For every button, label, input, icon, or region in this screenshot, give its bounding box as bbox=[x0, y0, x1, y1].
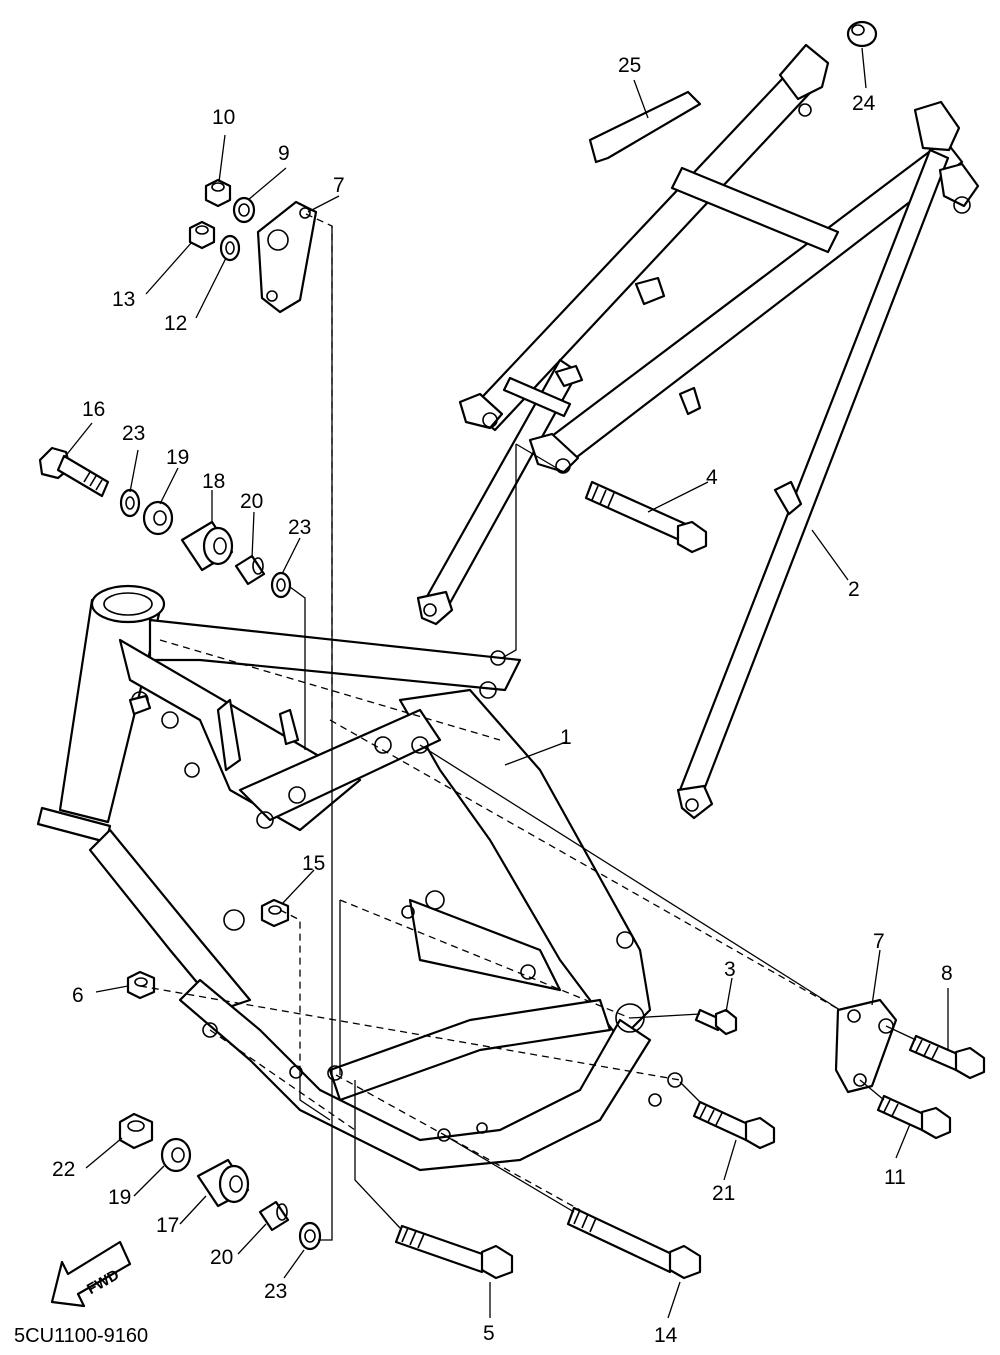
callout-6: 6 bbox=[72, 984, 84, 1007]
callout-3: 3 bbox=[724, 958, 736, 981]
assembly-lines bbox=[139, 213, 917, 1241]
callout-22: 22 bbox=[52, 1158, 75, 1181]
callout-labels: 1 2 3 4 5 6 7 7 8 9 10 11 12 13 14 15 16… bbox=[52, 54, 953, 1347]
callout-10: 10 bbox=[212, 106, 235, 129]
callout-11: 11 bbox=[884, 1166, 906, 1189]
bolt-8 bbox=[908, 1034, 986, 1080]
callout-4: 4 bbox=[706, 466, 718, 489]
callout-17: 17 bbox=[156, 1214, 179, 1237]
callout-25: 25 bbox=[618, 54, 641, 77]
fwd-arrow-icon: FWD bbox=[50, 1240, 132, 1308]
callout-7-lower: 7 bbox=[873, 930, 885, 953]
callout-23-upper: 23 bbox=[122, 422, 145, 445]
spacer-18 bbox=[180, 520, 234, 572]
washer-9 bbox=[232, 196, 256, 224]
main-frame bbox=[36, 584, 683, 1172]
callout-13: 13 bbox=[112, 288, 135, 311]
seat-bracket bbox=[588, 90, 702, 164]
bolt-11 bbox=[876, 1094, 952, 1140]
nut-13 bbox=[188, 220, 216, 250]
callout-2: 2 bbox=[848, 578, 860, 601]
callout-19-upper: 19 bbox=[166, 446, 189, 469]
bolt-16 bbox=[38, 446, 110, 498]
washer-23-upper bbox=[119, 488, 141, 518]
nut-15 bbox=[260, 898, 290, 928]
leader-lines bbox=[63, 47, 949, 1319]
engine-bracket-7-upper bbox=[256, 200, 318, 314]
callout-16: 16 bbox=[82, 398, 105, 421]
washer-12 bbox=[219, 234, 241, 262]
bolt-21 bbox=[692, 1100, 776, 1150]
bolt-14 bbox=[566, 1206, 702, 1280]
callout-1: 1 bbox=[560, 726, 572, 749]
nut-22 bbox=[118, 1112, 154, 1150]
bolt-3 bbox=[694, 1008, 738, 1036]
collar-19-lower bbox=[160, 1137, 192, 1173]
callout-12: 12 bbox=[164, 312, 187, 335]
callout-21: 21 bbox=[712, 1182, 735, 1205]
callout-23-mid: 23 bbox=[288, 516, 311, 539]
grommet bbox=[846, 20, 878, 48]
nut-6 bbox=[126, 970, 156, 1000]
callout-15: 15 bbox=[302, 852, 325, 875]
callout-14: 14 bbox=[654, 1324, 678, 1347]
callout-5: 5 bbox=[483, 1322, 495, 1345]
collar-20-lower bbox=[258, 1200, 290, 1232]
washer-23-mid bbox=[270, 571, 292, 599]
callout-23-lower: 23 bbox=[264, 1280, 287, 1303]
bolt-4 bbox=[584, 480, 708, 554]
callout-24: 24 bbox=[852, 92, 876, 115]
rear-frame bbox=[416, 43, 980, 820]
nut-10 bbox=[204, 178, 232, 208]
collar-19-upper bbox=[142, 500, 174, 536]
diagram-code: 5CU1100-9160 bbox=[14, 1325, 148, 1347]
callout-20-upper: 20 bbox=[240, 490, 263, 513]
callout-20-lower: 20 bbox=[210, 1246, 233, 1269]
callout-9: 9 bbox=[278, 142, 290, 165]
bolt-5 bbox=[394, 1224, 514, 1280]
callout-8: 8 bbox=[941, 962, 953, 985]
collar-20-upper bbox=[234, 554, 266, 586]
callout-7-upper: 7 bbox=[333, 174, 345, 197]
callout-19-lower: 19 bbox=[108, 1186, 131, 1209]
callout-18: 18 bbox=[202, 470, 225, 493]
spacer-17 bbox=[196, 1158, 250, 1208]
engine-bracket-7-lower bbox=[834, 998, 898, 1094]
washer-23-lower bbox=[298, 1221, 322, 1251]
